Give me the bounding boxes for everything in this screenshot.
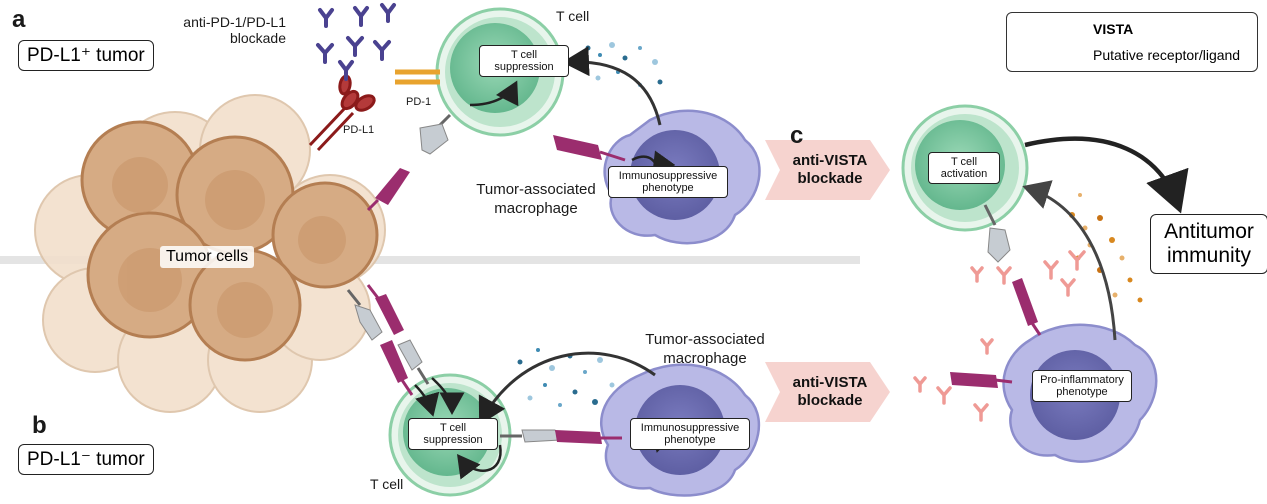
t-cell-label-bottom: T cell (370, 476, 404, 492)
tumor-cluster (34, 94, 386, 413)
antitumor-line2: immunity (1166, 244, 1251, 267)
arrow-activation-to-immunity (1024, 136, 1189, 214)
vista-tumor-top (366, 168, 410, 212)
cytokines-bottom (517, 348, 615, 407)
putative-receptor-right (983, 204, 1011, 263)
arrow-macrophage-to-activation (1022, 180, 1117, 341)
tam-label-bottom-line1: Tumor-associated (645, 331, 765, 348)
tam-label-top-line1: Tumor-associated (476, 181, 596, 198)
arrow-receptor-to-suppression-top (469, 80, 519, 107)
immunosuppressive-bottom-line2: phenotype (664, 434, 716, 446)
arrow-macrophage-to-suppression-top (562, 46, 662, 126)
pd1-label: PD-1 (406, 96, 432, 108)
anti-vista-arrow-top (765, 140, 890, 200)
pdl1-label: PD-L1 (343, 124, 375, 136)
legend-vista-label: VISTA (1093, 21, 1134, 37)
vista-right-macrophage-2 (950, 372, 1013, 388)
panel-letter-c: c (790, 122, 804, 149)
t-cell-label-top: T cell (556, 8, 590, 24)
tam-label-bottom: Tumor-associated macrophage (630, 330, 780, 368)
legend-item-vista: VISTA (1007, 19, 1257, 41)
tcell-suppression-top: T cell suppression (479, 45, 569, 77)
panel-letter-b: b (32, 412, 47, 439)
antibody-label-line2: blockade (229, 30, 286, 46)
anti-vista-label-top-line2: blockade (797, 170, 863, 187)
anti-vista-label-top: anti-VISTA blockade (782, 152, 878, 188)
pd1-receptor (395, 69, 440, 85)
anti-pd1-antibodies (316, 3, 396, 81)
tam-label-bottom-line2: macrophage (663, 350, 747, 367)
proinflammatory-line1: Pro-inflammatory (1040, 374, 1124, 386)
tcell-suppression-top-line1: T cell (510, 49, 538, 61)
antitumor-line1: Antitumor (1164, 220, 1254, 243)
immunosuppressive-top-line1: Immunosuppressive (618, 170, 718, 182)
antibody-label-line1: anti-PD-1/PD-L1 (183, 14, 286, 30)
tumor-tcell-interactions (346, 284, 430, 396)
proinflammatory: Pro-inflammatory phenotype (1032, 370, 1132, 402)
tcell-activation-line1: T cell (950, 156, 978, 168)
anti-vista-arrow-bottom (765, 362, 890, 422)
panel-letter-a: a (12, 6, 26, 33)
anti-vista-label-bottom-line2: blockade (797, 392, 863, 409)
pdl1-receptor (308, 74, 376, 152)
legend-item-putative: Putative receptor/ligand (1007, 45, 1257, 67)
anti-vista-antibodies (913, 250, 1086, 422)
antibody-label: anti-PD-1/PD-L1 blockade (150, 14, 286, 46)
vista-top-macrophage (553, 135, 626, 162)
divider (0, 256, 860, 264)
immunosuppressive-bottom: Immunosuppressive phenotype (630, 418, 750, 450)
pdl1-positive-tumor-label: PD-L1⁺ tumor (18, 40, 154, 71)
arrow-interaction-1 (414, 384, 440, 417)
immunosuppressive-bottom-line1: Immunosuppressive (640, 422, 740, 434)
legend-putative-label: Putative receptor/ligand (1093, 47, 1241, 63)
anti-vista-label-bottom-line1: anti-VISTA (792, 374, 868, 391)
tcell-suppression-bottom: T cell suppression (408, 418, 498, 450)
pdl1-negative-tumor-label: PD-L1⁻ tumor (18, 444, 154, 475)
tcell-activation: T cell activation (928, 152, 1000, 184)
antitumor-immunity-box: Antitumor immunity (1150, 214, 1267, 274)
anti-vista-label-bottom: anti-VISTA blockade (782, 374, 878, 410)
tcell-suppression-bottom-line1: T cell (439, 422, 467, 434)
vista-right-macrophage-1 (1012, 278, 1042, 336)
anti-vista-label-top-line1: anti-VISTA (792, 152, 868, 169)
legend: VISTA Putative receptor/ligand (1006, 12, 1258, 72)
arrow-interaction-2 (431, 377, 465, 415)
putative-receptor-bottom (500, 429, 561, 443)
tcell-suppression-bottom-line2: suppression (423, 434, 483, 446)
tumor-cells-label: Tumor cells (160, 246, 255, 268)
tam-label-top-line2: macrophage (494, 200, 578, 217)
putative-receptor-top (419, 113, 452, 155)
tcell-activation-line2: activation (940, 168, 988, 180)
immunosuppressive-top: Immunosuppressive phenotype (608, 166, 728, 198)
arrow-loop-bottom-tcell (456, 444, 502, 480)
immunosuppressive-top-line2: phenotype (642, 182, 694, 194)
arrow-macrophage-to-suppression-bottom (478, 351, 656, 426)
tcell-suppression-top-line2: suppression (494, 61, 554, 73)
tam-label-top: Tumor-associated macrophage (466, 180, 606, 218)
proinflammatory-line2: phenotype (1056, 386, 1108, 398)
vista-bottom-macrophage (555, 430, 622, 444)
